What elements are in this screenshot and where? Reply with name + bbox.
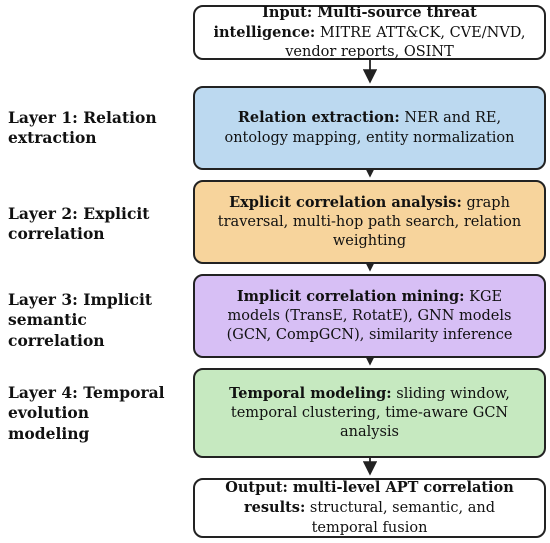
temporal-body: sliding window, temporal clustering, tim… xyxy=(230,385,510,441)
explicit-title: Explicit correlation analysis: xyxy=(229,193,462,211)
layer-4-label: Layer 4: Temporal evolution modeling xyxy=(8,383,165,443)
implicit-body: KGE models (TransE, RotatE), GNN models … xyxy=(226,288,513,344)
output-title: Output: multi-level APT correlation resu… xyxy=(225,479,514,517)
layer-1-label: Layer 1: Relation extraction xyxy=(8,108,157,148)
relation-extraction-box: Relation extraction: NER and RE, ontolog… xyxy=(193,86,546,170)
relation-body: NER and RE, ontology mapping, entity nor… xyxy=(224,110,515,146)
implicit-title: Implicit correlation mining: xyxy=(236,287,465,305)
layer-2-label: Layer 2: Explicit correlation xyxy=(8,204,150,244)
input-title: Input: Multi-source threat intelligence: xyxy=(213,3,477,41)
explicit-correlation-box: Explicit correlation analysis: graph tra… xyxy=(193,180,546,264)
output-box: Output: multi-level APT correlation resu… xyxy=(193,478,546,538)
input-body: MITRE ATT&CK, CVE/NVD, vendor reports, O… xyxy=(285,24,526,61)
implicit-correlation-box: Implicit correlation mining: KGE models … xyxy=(193,274,546,358)
explicit-body: graph traversal, multi-hop path search, … xyxy=(217,194,522,250)
output-body: structural, semantic, and temporal fusio… xyxy=(309,500,495,536)
input-box: Input: Multi-source threat intelligence:… xyxy=(193,3,546,61)
layer-3-label: Layer 3: Implicit semantic correlation xyxy=(8,290,153,350)
temporal-modeling-box: Temporal modeling: sliding window, tempo… xyxy=(193,368,546,458)
temporal-title: Temporal modeling: xyxy=(229,384,392,402)
relation-title: Relation extraction: xyxy=(237,109,400,127)
